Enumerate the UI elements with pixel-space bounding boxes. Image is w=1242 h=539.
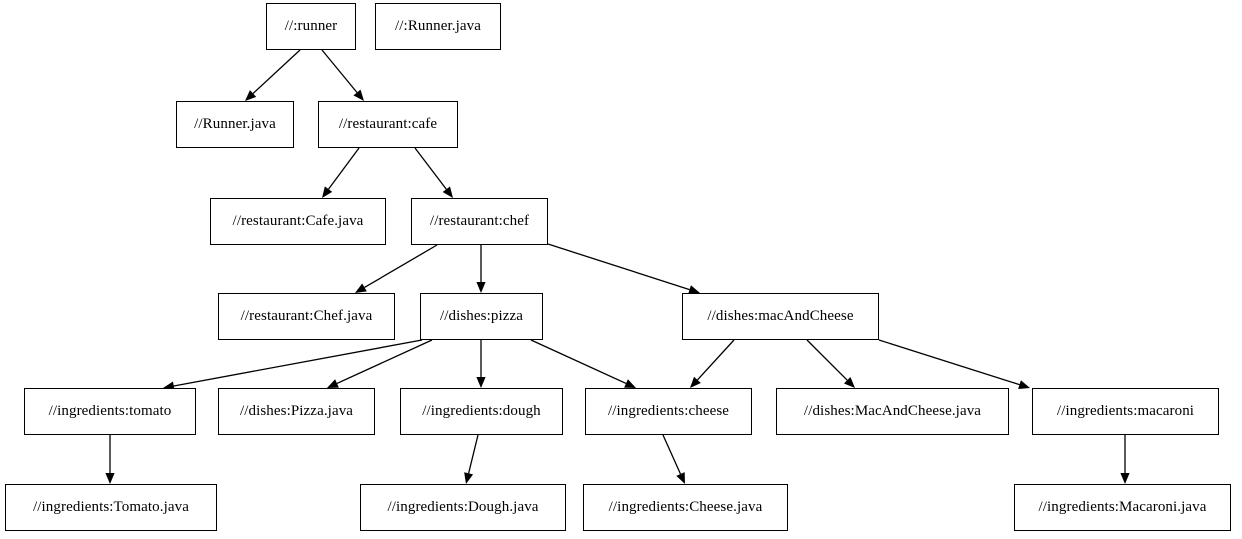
graph-edge-dishes_pizza-to-dishes_pizza_java (336, 339, 433, 385)
graph-node-label: //restaurant:chef (429, 213, 530, 229)
graph-node-label: //dishes:pizza (439, 308, 524, 324)
arrowhead-icon (476, 377, 486, 388)
graph-node-root_runner_java[interactable]: //:Runner.java (375, 3, 501, 50)
arrowhead-icon (624, 379, 636, 388)
graph-node-label: //:Runner.java (395, 18, 481, 34)
arrowhead-icon (355, 283, 367, 293)
graph-node-restaurant_chef_java[interactable]: //restaurant:Chef.java (218, 293, 395, 340)
arrowhead-icon (676, 472, 685, 484)
graph-node-label: //ingredients:Macaroni.java (1038, 499, 1207, 515)
graph-edge-restaurant_chef-to-dishes_macandcheese (547, 243, 690, 291)
graph-node-ing_macaroni[interactable]: //ingredients:macaroni (1032, 388, 1219, 435)
graph-edge-restaurant_cafe-to-restaurant_chef (414, 147, 447, 190)
graph-node-label: //ingredients:macaroni (1056, 403, 1195, 419)
graph-node-label: //ingredients:Cheese.java (608, 499, 763, 515)
graph-edge-dishes_macandcheese-to-dishes_mac_java (806, 339, 848, 381)
arrowhead-icon (245, 90, 257, 101)
graph-edge-runner-to-runner_java (252, 49, 301, 94)
graph-node-dishes_pizza[interactable]: //dishes:pizza (420, 293, 543, 340)
graph-node-label: //dishes:Pizza.java (239, 403, 354, 419)
arrowhead-icon (442, 186, 453, 198)
graph-edge-ing_cheese-to-ing_cheese_java (662, 434, 682, 475)
graph-node-restaurant_cafe_java[interactable]: //restaurant:Cafe.java (210, 198, 386, 245)
graph-node-restaurant_chef[interactable]: //restaurant:chef (411, 198, 548, 245)
arrowhead-icon (327, 379, 339, 388)
arrowhead-icon (322, 186, 333, 198)
graph-node-ing_cheese_java[interactable]: //ingredients:Cheese.java (583, 484, 788, 531)
graph-node-label: //ingredients:cheese (607, 403, 730, 419)
graph-node-ing_dough_java[interactable]: //ingredients:Dough.java (360, 484, 566, 531)
arrowhead-icon (1018, 380, 1030, 390)
graph-node-label: //:runner (284, 18, 338, 34)
arrowhead-icon (476, 282, 486, 293)
arrowhead-icon (690, 376, 701, 388)
graph-node-dishes_pizza_java[interactable]: //dishes:Pizza.java (218, 388, 375, 435)
graph-edge-runner-to-restaurant_cafe (321, 49, 358, 93)
graph-edge-dishes_macandcheese-to-ing_cheese (696, 339, 735, 381)
graph-edge-dishes_macandcheese-to-ing_macaroni (878, 339, 1020, 386)
arrowhead-icon (464, 472, 474, 484)
graph-node-ing_dough[interactable]: //ingredients:dough (400, 388, 563, 435)
graph-node-dishes_mac_java[interactable]: //dishes:MacAndCheese.java (776, 388, 1009, 435)
graph-node-ing_tomato[interactable]: //ingredients:tomato (24, 388, 196, 435)
graph-node-ing_tomato_java[interactable]: //ingredients:Tomato.java (5, 484, 217, 531)
graph-node-label: //ingredients:Tomato.java (33, 499, 189, 515)
graph-node-ing_cheese[interactable]: //ingredients:cheese (585, 388, 752, 435)
graph-node-label: //ingredients:tomato (48, 403, 172, 419)
graph-node-label: //ingredients:Dough.java (387, 499, 539, 515)
graph-edge-dishes_pizza-to-ing_cheese (530, 339, 627, 385)
arrowhead-icon (1120, 473, 1130, 484)
graph-edge-dishes_pizza-to-ing_tomato (173, 339, 423, 387)
graph-node-label: //ingredients:dough (422, 403, 541, 419)
arrowhead-icon (843, 376, 855, 388)
graph-node-dishes_macandcheese[interactable]: //dishes:macAndCheese (682, 293, 879, 340)
graph-edge-restaurant_cafe-to-restaurant_cafe_java (328, 147, 360, 190)
graph-node-label: //restaurant:cafe (338, 116, 438, 132)
arrowhead-icon (105, 473, 115, 484)
graph-node-restaurant_cafe[interactable]: //restaurant:cafe (318, 101, 458, 148)
graph-node-label: //dishes:macAndCheese (707, 308, 854, 324)
graph-node-label: //restaurant:Cafe.java (232, 213, 364, 229)
graph-node-ing_macaroni_java[interactable]: //ingredients:Macaroni.java (1014, 484, 1231, 531)
graph-node-label: //restaurant:Chef.java (240, 308, 373, 324)
graph-node-runner_java[interactable]: //Runner.java (176, 101, 294, 148)
graph-node-runner[interactable]: //:runner (266, 3, 356, 50)
graph-node-label: //Runner.java (194, 116, 276, 132)
arrowhead-icon (353, 89, 364, 101)
graph-edge-ing_dough-to-ing_dough_java (467, 434, 479, 474)
graph-edge-restaurant_chef-to-restaurant_chef_java (364, 244, 438, 289)
graph-node-label: //dishes:MacAndCheese.java (803, 403, 982, 419)
